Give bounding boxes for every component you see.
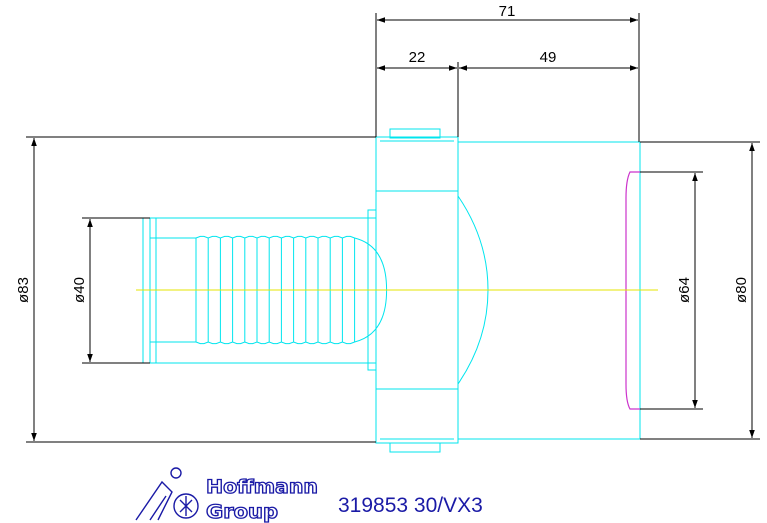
hoffmann-group-logo-icon	[135, 467, 199, 521]
dim-label-22: 22	[409, 49, 426, 66]
dim-label-64: ø64	[676, 277, 693, 303]
dim-label-40: ø40	[71, 277, 88, 303]
collar-top-key	[389, 128, 441, 139]
dim-label-80: ø80	[733, 277, 750, 303]
bore-mouth-accent	[625, 171, 640, 410]
dim-label-83: ø83	[15, 277, 32, 303]
dim-label-49: 49	[540, 49, 557, 66]
dimension-lines	[26, 13, 760, 443]
logo-line-1: Hoffmann	[206, 476, 318, 498]
dim-label-71: 71	[499, 3, 516, 20]
part-number: 319853 30/VX3	[338, 494, 483, 517]
collar-bottom-key	[389, 442, 441, 453]
logo-line-2: Group	[206, 501, 278, 523]
